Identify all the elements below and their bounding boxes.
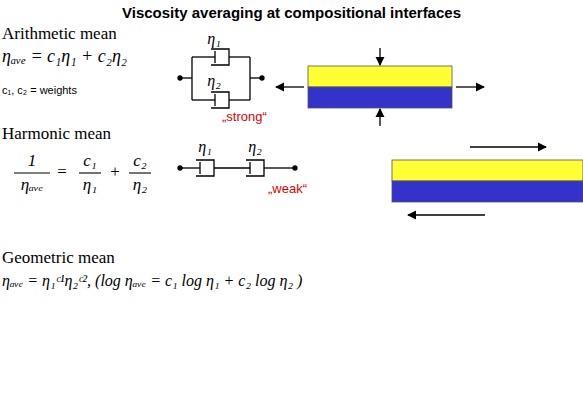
parallel-dashpots: [178, 49, 264, 108]
dashpot-label: η₁: [198, 138, 212, 156]
numerator: c₂: [133, 151, 146, 171]
denominator: ηₐᵥₑ: [21, 175, 44, 195]
formula: ηₐᵥₑ = c₁η₁ + c₂η₂: [2, 46, 127, 67]
section-heading: Geometric mean: [2, 248, 115, 268]
dashpot-label: η₁: [207, 30, 221, 48]
numerator: 1: [28, 151, 37, 171]
operator: +: [110, 162, 120, 182]
title: Viscosity averaging at compositional int…: [0, 4, 583, 21]
operator: =: [57, 162, 67, 182]
section-heading: Harmonic mean: [2, 124, 111, 144]
formula: ηₐᵥₑ = η₁ᶜ¹η₂ᶜ², (log ηₐᵥₑ = c₁ log η₁ +…: [2, 272, 302, 290]
compressed-layers: [276, 48, 484, 126]
note: c₁, c₂ = weights: [2, 84, 77, 97]
denominator: η₁: [83, 175, 97, 195]
numerator: c₁: [83, 151, 96, 171]
dashpot-label: η₂: [248, 138, 262, 156]
fraction-bars: [14, 172, 151, 173]
denominator: η₂: [133, 175, 147, 195]
series-dashpots: [178, 160, 297, 176]
dashpot-label: η₂: [207, 72, 221, 90]
sheared-layers: [392, 147, 583, 215]
section-heading: Arithmetic mean: [2, 24, 117, 44]
strength-label: „weak“: [268, 182, 307, 197]
strength-label: „strong“: [222, 110, 267, 125]
